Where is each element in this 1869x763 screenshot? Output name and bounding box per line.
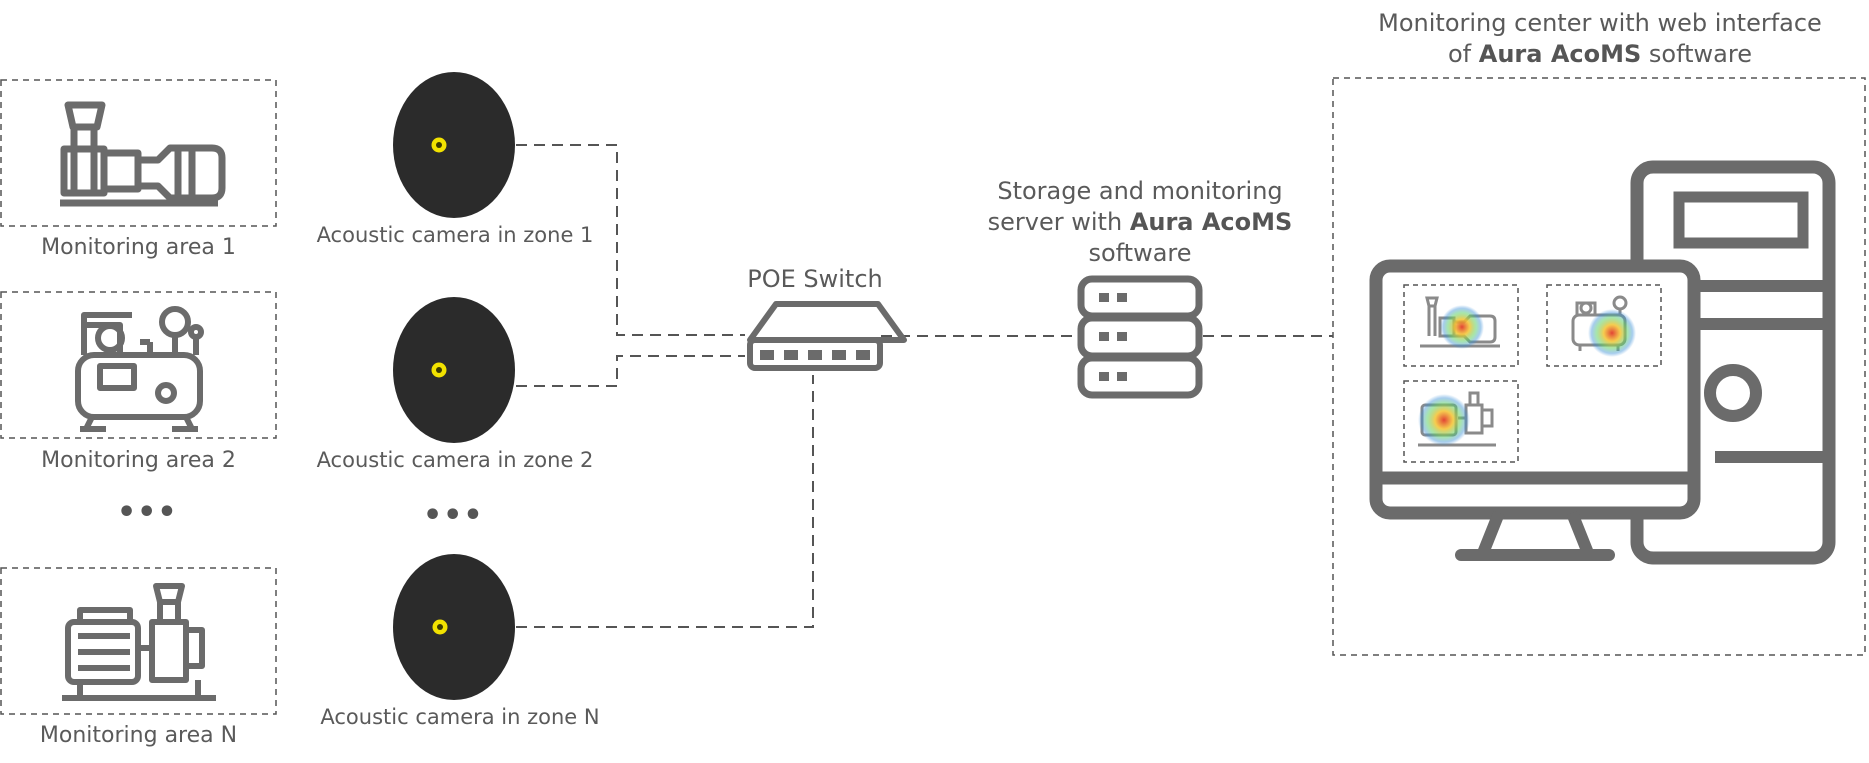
server-label-line2: server with Aura AcoMS: [987, 208, 1293, 237]
network-links: [516, 144, 1333, 628]
monitoring-area-2: [0, 291, 277, 439]
acoustic-camera-1: [393, 72, 515, 218]
monitoring-center-frame: [1332, 77, 1866, 656]
camera-1-label: Acoustic camera in zone 1: [316, 223, 594, 247]
heatmap-thumbnail-3: [1403, 380, 1519, 463]
monitoring-area-n-label: Monitoring area N: [39, 723, 238, 748]
compressor-icon: [75, 306, 204, 432]
cameras-ellipsis: •••: [423, 498, 484, 533]
monitoring-center-label: Monitoring center with web interface of …: [1340, 8, 1860, 70]
desktop-computer-icon: [1369, 160, 1836, 565]
areas-ellipsis: •••: [117, 495, 178, 530]
network-switch-icon: [747, 301, 907, 371]
server-rack-icon: [1077, 275, 1203, 399]
server-label: Storage and monitoring server with Aura …: [970, 176, 1310, 270]
server-label-line1: Storage and monitoring: [997, 177, 1283, 205]
monitoring-area-n: [0, 567, 277, 715]
heatmap-thumbnail-1: [1403, 284, 1519, 367]
acoustic-camera-2: [393, 297, 515, 443]
monitoring-center-label-line2: of Aura AcoMS software: [1448, 40, 1752, 69]
poe-switch-label: POE Switch: [747, 265, 883, 293]
monitoring-area-1-label: Monitoring area 1: [41, 235, 236, 260]
pump-motor-icon: [62, 583, 216, 701]
monitoring-center-label-line1: Monitoring center with web interface: [1378, 9, 1822, 37]
camera-2-label: Acoustic camera in zone 2: [316, 448, 594, 472]
monitoring-area-1: [0, 79, 277, 227]
monitoring-area-2-label: Monitoring area 2: [41, 448, 236, 473]
heatmap-thumbnail-2: [1546, 284, 1662, 367]
pump-icon: [60, 101, 226, 207]
acoustic-camera-n: [393, 554, 515, 700]
server-label-line3: software: [1088, 239, 1192, 268]
camera-n-label: Acoustic camera in zone N: [320, 705, 600, 729]
